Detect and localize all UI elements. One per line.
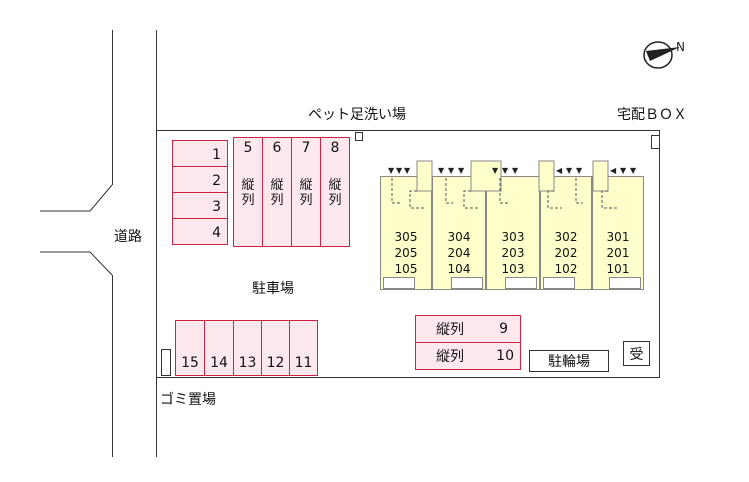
- room-number: 105: [394, 262, 418, 276]
- svg-text:▼: ▼: [502, 166, 509, 175]
- svg-text:▼: ▼: [512, 166, 519, 175]
- parking-space-13: 13: [233, 320, 262, 376]
- parking-space-14: 14: [204, 320, 234, 376]
- room-number: 102: [554, 262, 578, 276]
- svg-text:▼: ▼: [388, 166, 395, 175]
- room-numbers: 304 204 104: [433, 229, 485, 277]
- pet-wash-label: ペット足洗い場: [308, 107, 406, 123]
- svg-text:▼: ▼: [404, 166, 411, 175]
- parking-number: 5: [243, 140, 253, 156]
- tandem-note: 縦列: [436, 349, 464, 365]
- room-number: 103: [501, 262, 525, 276]
- parking-number: 14: [210, 355, 228, 371]
- compass-letter: N: [676, 40, 685, 54]
- reception-box: 受: [623, 341, 650, 366]
- unit-porch: [505, 277, 537, 289]
- room-numbers: 303 203 103: [487, 229, 539, 277]
- compass-north-icon: N: [643, 40, 685, 69]
- parking-number: 9: [499, 321, 508, 337]
- parking-number: 13: [238, 355, 257, 371]
- parking-number: 2: [212, 172, 221, 189]
- garbage-area-marker: [161, 349, 171, 376]
- building-details: ▼▼▼ ▼▼▼ ▼▼▼ ◀▼▼ ◀▼▼: [388, 160, 637, 209]
- parking-space-12: 12: [261, 320, 290, 376]
- tandem-note: 縦列: [328, 178, 342, 208]
- svg-text:▼: ▼: [448, 166, 455, 175]
- tandem-note: 縦列: [270, 178, 284, 208]
- tandem-note: 縦列: [436, 322, 464, 338]
- svg-text:▼: ▼: [620, 166, 627, 175]
- parking-space-6: 6 縦列: [262, 137, 292, 247]
- svg-text:▼: ▼: [458, 166, 465, 175]
- parking-space-3: 3: [172, 192, 228, 219]
- room-number: 302: [554, 230, 578, 244]
- parking-space-15: 15: [175, 320, 205, 376]
- parking-space-10: 縦列 10: [415, 342, 521, 370]
- parking-number: 11: [294, 355, 313, 371]
- room-number: 205: [394, 246, 418, 260]
- svg-text:▼: ▼: [576, 166, 583, 175]
- room-numbers: 305 205 105: [381, 229, 431, 277]
- delivery-box-label: 宅配ＢＯＸ: [617, 107, 687, 123]
- road-edge-right: [156, 30, 157, 457]
- building-unit-5: 301 201 101: [592, 176, 644, 290]
- room-number: 104: [447, 262, 471, 276]
- parking-number: 3: [212, 198, 221, 215]
- building-unit-4: 302 202 102: [540, 176, 592, 290]
- parking-number: 12: [266, 355, 285, 371]
- room-number: 204: [447, 246, 471, 260]
- parking-number: 6: [272, 140, 282, 156]
- unit-porch: [451, 277, 483, 289]
- road-edge-left-upper: [112, 30, 113, 185]
- svg-text:▼: ▼: [492, 166, 499, 175]
- tandem-note: 縦列: [241, 178, 255, 208]
- svg-text:◀: ◀: [610, 166, 617, 175]
- parking-number: 4: [212, 224, 221, 241]
- parking-number: 8: [330, 140, 340, 156]
- room-number: 203: [501, 246, 525, 260]
- parking-space-2: 2: [172, 166, 228, 193]
- site-boundary: [156, 130, 660, 378]
- delivery-box-marker: [651, 135, 660, 149]
- room-number: 304: [447, 230, 471, 244]
- room-number: 301: [606, 230, 630, 244]
- parking-space-11: 11: [289, 320, 318, 376]
- svg-text:▼: ▼: [630, 166, 637, 175]
- building-unit-3: 303 203 103: [486, 176, 540, 290]
- room-number: 201: [606, 246, 630, 260]
- road-edge-left-lower: [112, 275, 113, 457]
- building-unit-2: 304 204 104: [432, 176, 486, 290]
- side-road-lines: [40, 184, 113, 276]
- bike-parking-box: 駐輪場: [529, 350, 609, 372]
- pet-wash-marker: [355, 132, 363, 141]
- room-numbers: 302 202 102: [541, 229, 591, 277]
- parking-space-8: 8 縦列: [320, 137, 350, 247]
- unit-porch: [383, 277, 415, 289]
- parking-number: 7: [301, 140, 311, 156]
- room-number: 101: [606, 262, 630, 276]
- room-numbers: 301 201 101: [593, 229, 643, 277]
- parking-space-5: 5 縦列: [233, 137, 263, 247]
- room-number: 305: [394, 230, 418, 244]
- parking-space-4: 4: [172, 218, 228, 245]
- parking-space-9: 縦列 9: [415, 315, 521, 343]
- parking-number: 15: [181, 355, 199, 371]
- room-number: 303: [501, 230, 525, 244]
- svg-text:▼: ▼: [438, 166, 445, 175]
- room-number: 202: [554, 246, 578, 260]
- parking-space-7: 7 縦列: [291, 137, 321, 247]
- svg-text:▼: ▼: [396, 166, 403, 175]
- building-unit-1: 305 205 105: [380, 176, 432, 290]
- garbage-label: ゴミ置場: [160, 392, 216, 408]
- road-label: 道路: [114, 229, 142, 245]
- tandem-note: 縦列: [299, 178, 313, 208]
- svg-text:▼: ▼: [566, 166, 573, 175]
- parking-space-1: 1: [172, 140, 228, 167]
- parking-label: 駐車場: [252, 281, 294, 297]
- parking-number: 10: [496, 348, 514, 364]
- svg-text:◀: ◀: [556, 166, 563, 175]
- parking-number: 1: [212, 146, 221, 163]
- unit-porch: [609, 277, 641, 289]
- unit-porch: [543, 277, 575, 289]
